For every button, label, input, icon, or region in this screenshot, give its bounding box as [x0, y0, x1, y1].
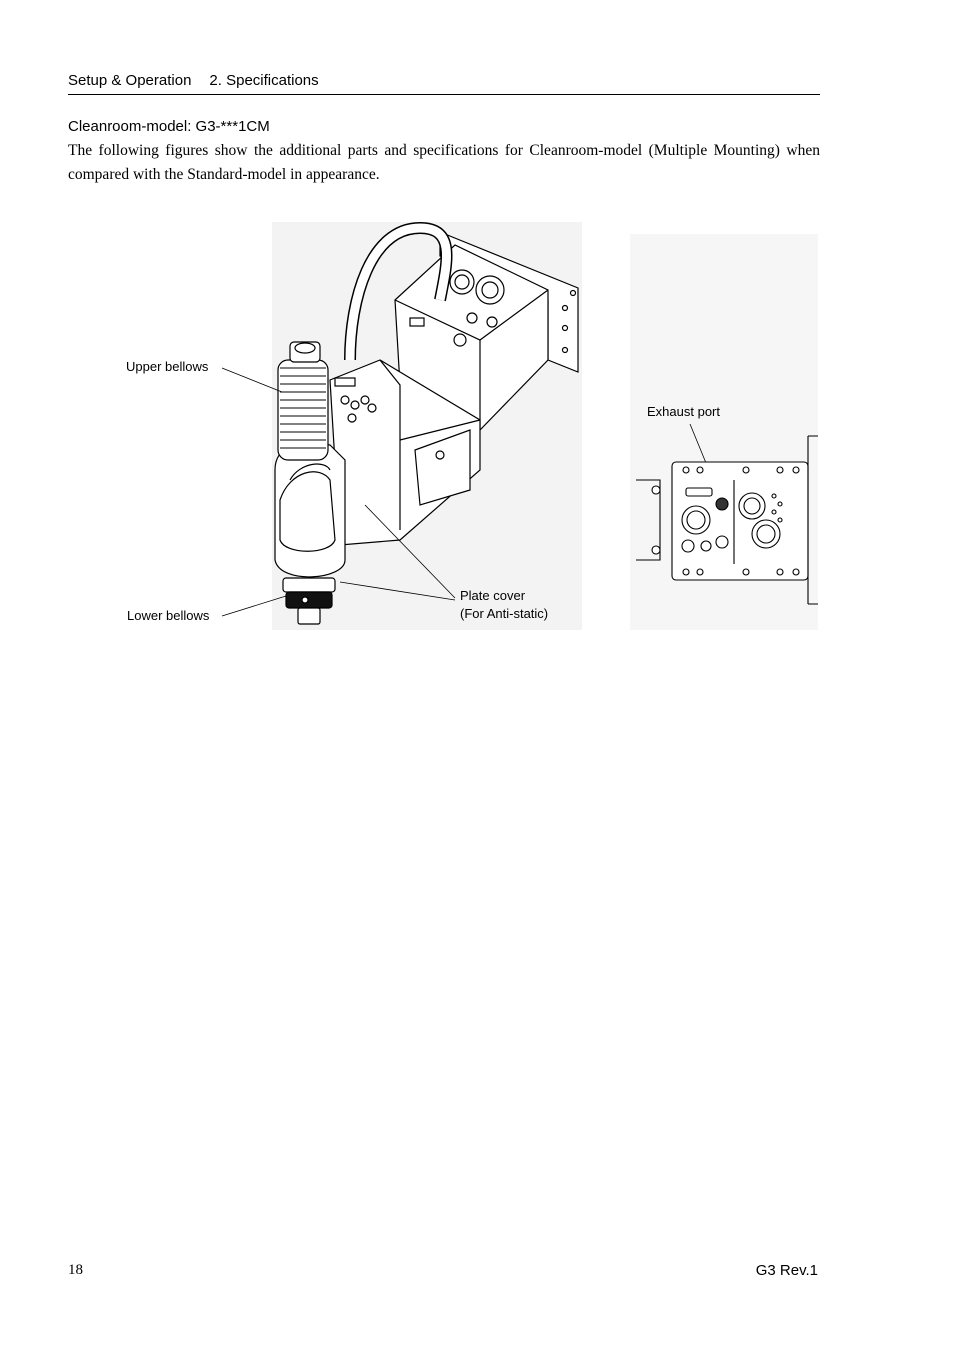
upper-bellows-callout: Upper bellows	[126, 359, 209, 374]
plate-cover-label: Plate cover	[460, 588, 526, 603]
page-header: Setup & Operation 2. Specifications	[68, 72, 820, 95]
header-chapter: 2. Specifications	[209, 72, 319, 89]
rear-view-drawing	[636, 435, 818, 605]
exhaust-port-callout: Exhaust port	[647, 404, 720, 419]
robot-drawing	[274, 221, 579, 625]
plate-cover-callout: Plate cover (For Anti-static)	[460, 587, 548, 623]
rear-view-background	[630, 234, 818, 630]
plate-cover-note: (For Anti-static)	[460, 606, 549, 621]
document-revision: G3 Rev.1	[755, 1262, 818, 1279]
lower-bellows-callout: Lower bellows	[127, 608, 210, 623]
page-number: 18	[68, 1262, 83, 1278]
header-section: Setup & Operation	[68, 72, 192, 89]
section-title: Cleanroom-model: G3-***1CM	[68, 118, 270, 135]
intro-paragraph: The following figures show the additiona…	[68, 142, 820, 183]
main-drawing-background	[272, 222, 582, 630]
